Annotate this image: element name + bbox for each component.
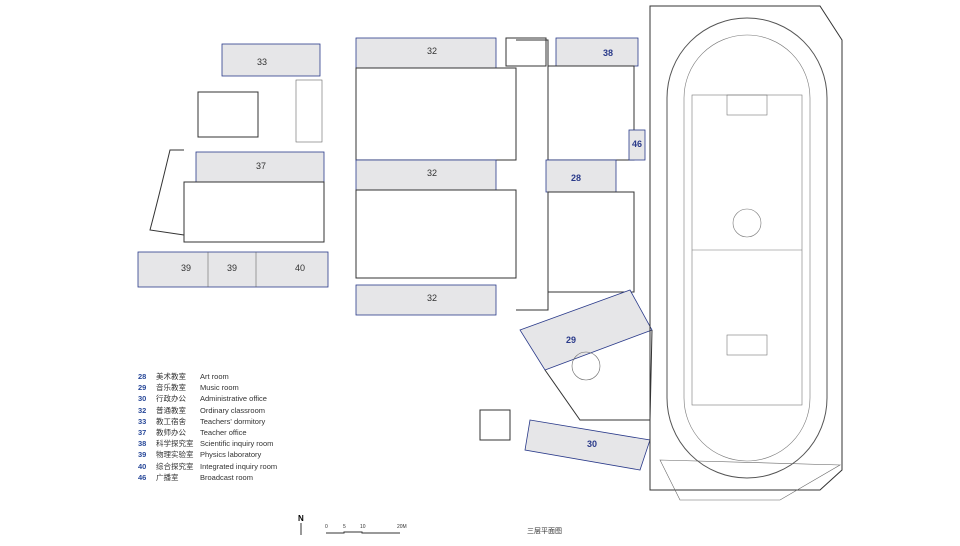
legend-cn: 美术教室	[156, 372, 186, 381]
room-tag: 32	[427, 46, 437, 56]
middle-wing	[355, 37, 549, 316]
legend-cn: 广播室	[156, 472, 179, 482]
legend-cn: 教师办公	[156, 427, 186, 437]
legend-num: 38	[138, 439, 147, 449]
legend-en: Teacher office	[200, 427, 247, 437]
legend-cn: 行政办公	[156, 394, 186, 404]
legend: 28 美术教室 Art room 29 音乐教室 Music room 30 行政办公 Ad…	[138, 371, 277, 483]
legend-item: 40 综合探究室 Integrated inquiry room	[138, 461, 277, 472]
sports-ground	[649, 5, 843, 501]
legend-en: Ordinary classroom	[200, 405, 266, 415]
room-tag: 40	[295, 263, 305, 273]
room-tag: 32	[427, 293, 437, 303]
legend-num: 29	[138, 383, 147, 393]
legend-num: 40	[138, 461, 147, 471]
legend-en: Physics laboratory	[200, 450, 262, 460]
legend-item: 38 科学探究室 Scientific inquiry room	[138, 438, 277, 449]
room-tag: 39	[181, 263, 191, 273]
room-tag: 39	[227, 263, 237, 273]
legend-num: 39	[138, 450, 147, 460]
legend-item: 29 音乐教室 Music room	[138, 382, 277, 393]
legend-en: Administrative office	[200, 394, 267, 404]
legend-num: 28	[138, 372, 147, 381]
scale-label: 0	[325, 524, 328, 530]
scale-label: 20M	[397, 524, 407, 530]
room-tag: 33	[257, 57, 267, 67]
legend-cn: 普通教室	[156, 405, 186, 415]
room-tag: 38	[603, 48, 613, 58]
legend-item: 32 普通教室 Ordinary classroom	[138, 405, 277, 416]
scale-label: 10	[360, 524, 366, 530]
legend-en: Scientific inquiry room	[200, 439, 274, 449]
legend-cn: 科学探究室	[156, 439, 194, 449]
legend-item: 33 教工宿舍 Teachers' dormitory	[138, 416, 277, 427]
legend-en: Broadcast room	[200, 472, 253, 482]
room-tag: 37	[256, 161, 266, 171]
legend-num: 37	[138, 427, 147, 437]
legend-num: 30	[138, 394, 147, 404]
legend-item: 46 广播室 Broadcast room	[138, 472, 277, 483]
legend-num: 46	[138, 472, 147, 482]
room-tag: 32	[427, 168, 437, 178]
legend-cn: 教工宿舍	[156, 416, 186, 426]
legend-num: 32	[138, 405, 147, 415]
legend-item: 37 教师办公 Teacher office	[138, 427, 277, 438]
plan-title: 三层平面图	[527, 528, 562, 535]
legend-en: Art room	[200, 372, 229, 381]
legend-item: 39 物理实验室 Physics laboratory	[138, 449, 277, 460]
north-label: N	[298, 514, 304, 523]
scale-label: 5	[343, 524, 346, 530]
left-wing	[137, 43, 329, 288]
legend-cn: 音乐教室	[156, 383, 186, 393]
legend-en: Teachers' dormitory	[200, 416, 266, 426]
legend-cn: 综合探究室	[156, 461, 194, 471]
legend-item: 30 行政办公 Administrative office	[138, 393, 277, 404]
room-tag: 46	[632, 139, 642, 149]
legend-en: Integrated inquiry room	[200, 461, 278, 471]
room-tag: 28	[571, 173, 581, 183]
legend-en: Music room	[200, 383, 239, 393]
legend-item: 28 美术教室 Art room	[138, 371, 277, 382]
legend-cn: 物理实验室	[156, 450, 194, 460]
scale-bar	[326, 531, 400, 534]
legend-num: 33	[138, 416, 147, 426]
room-tag: 30	[587, 439, 597, 449]
room-tag: 29	[566, 335, 576, 345]
room-tags: 33 32 38 46 28 32 37 39 39 40 32 29 30	[181, 46, 642, 449]
east-wing	[479, 37, 653, 471]
